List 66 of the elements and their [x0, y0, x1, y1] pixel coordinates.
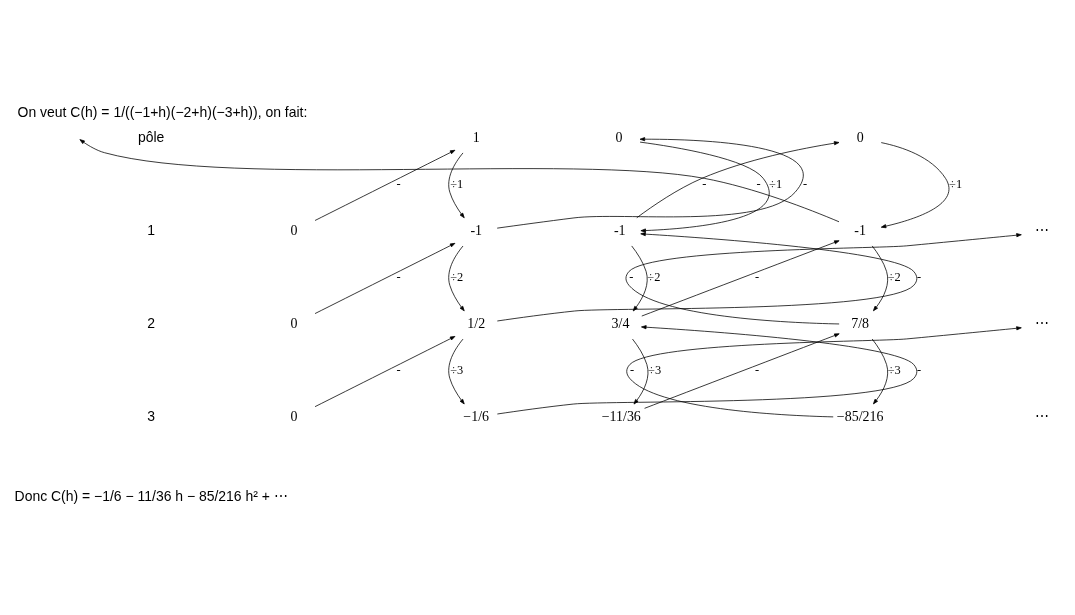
label: 1	[147, 222, 156, 239]
arrow	[496, 232, 918, 322]
arrow	[636, 141, 840, 219]
label: 2	[147, 315, 156, 332]
arrow	[496, 325, 918, 415]
edge-label: ÷2	[647, 270, 661, 285]
edge-label: ÷2	[450, 270, 464, 285]
edge-label: -	[629, 270, 634, 285]
edge-label: -	[630, 363, 635, 378]
node-text: -1	[613, 223, 626, 239]
diagram-title: On veut C(h) = 1/((−1+h)(−2+h)(−3+h)), on fait:	[17, 104, 308, 121]
node-text: -1	[854, 223, 866, 239]
edge-label: -	[396, 363, 401, 378]
arrow	[448, 245, 465, 312]
node-text: −1/6	[463, 409, 490, 425]
edge-label: ÷1	[450, 177, 464, 192]
node-text: -1	[470, 223, 483, 239]
edge-label: -	[396, 270, 401, 285]
node-text: 0	[290, 409, 298, 425]
edge-label: -	[396, 177, 401, 192]
node-text: −85/216	[836, 409, 884, 425]
node-text: 7/8	[851, 316, 870, 332]
caption: Donc C(h) = −1/6 − 11/36 h − 85/216 h² + ⋯	[14, 488, 288, 505]
arrow	[625, 233, 1022, 325]
edge-label: ÷3	[887, 363, 901, 378]
node-text: 0	[856, 130, 864, 146]
arrow	[314, 242, 456, 314]
arrow	[448, 152, 465, 219]
edge-label: ÷3	[450, 363, 464, 378]
node-text: 0	[290, 223, 298, 239]
edge-label: -	[803, 177, 808, 192]
arrow	[631, 245, 648, 312]
edge-label: -	[917, 363, 922, 378]
arrow	[314, 336, 456, 408]
edge-label: ÷3	[648, 363, 662, 378]
arrow	[448, 338, 465, 405]
arrow	[632, 338, 649, 405]
node-text: 0	[615, 130, 623, 146]
arrow	[871, 245, 889, 312]
arrow	[496, 137, 804, 229]
arrow	[639, 141, 770, 233]
node-text: ⋯	[1035, 409, 1050, 425]
node-text: ⋯	[1035, 316, 1050, 332]
edge-label: ÷2	[887, 270, 901, 285]
arrow	[626, 326, 1022, 418]
arrow	[79, 139, 840, 223]
edge-label: -	[702, 177, 707, 192]
edge-label: ÷1	[949, 177, 963, 192]
arrow	[644, 333, 840, 409]
arrow	[871, 338, 889, 405]
arrow	[641, 240, 840, 317]
node-text: 1/2	[467, 316, 486, 332]
node-text: 0	[290, 316, 298, 332]
node-text: 3/4	[611, 316, 630, 332]
node-text: ⋯	[1035, 223, 1050, 239]
edge-label: -	[756, 177, 761, 192]
edge-label: -	[754, 270, 760, 285]
edge-label: -	[917, 270, 922, 285]
edge-label: -	[754, 363, 760, 378]
arrow	[880, 142, 950, 229]
label: pôle	[138, 129, 165, 146]
node-text: 1	[472, 130, 480, 146]
arrow	[314, 149, 456, 221]
edge-label: ÷1	[769, 177, 783, 192]
node-text: −11/36	[601, 409, 641, 425]
label: 3	[147, 408, 156, 425]
